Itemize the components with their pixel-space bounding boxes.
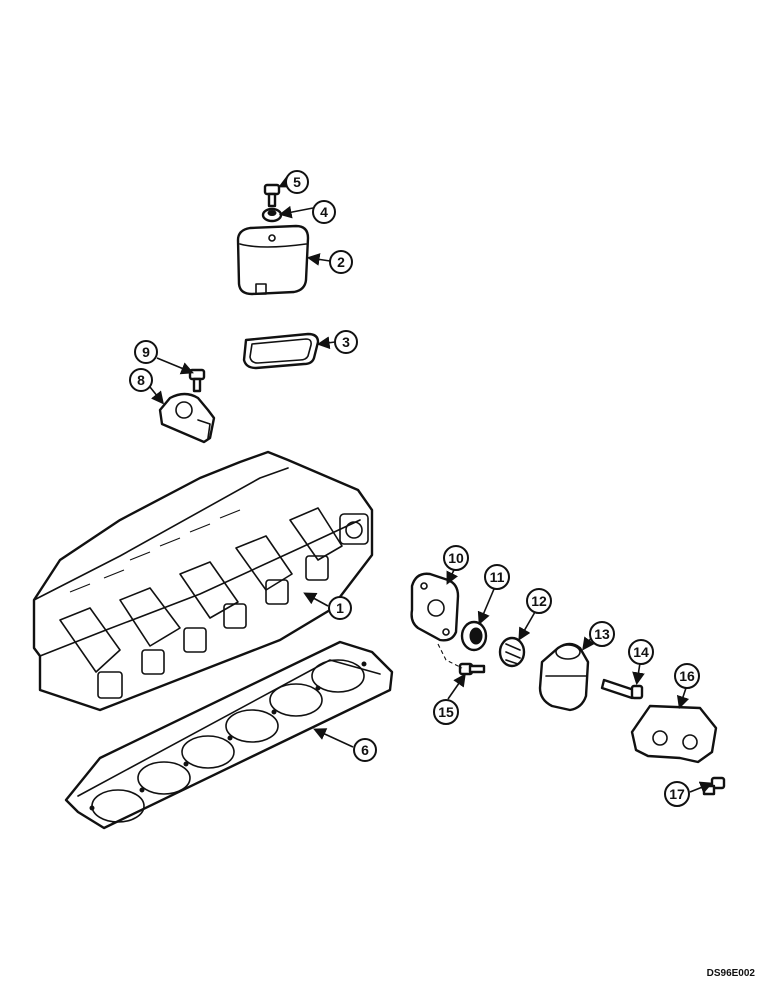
callout-3: 3 xyxy=(334,330,358,354)
part-12-thermostat xyxy=(498,636,526,668)
callout-14: 14 xyxy=(628,639,654,665)
callout-10: 10 xyxy=(443,545,469,571)
part-2-breather-housing xyxy=(236,224,310,296)
callout-6: 6 xyxy=(353,738,377,762)
callout-3-label: 3 xyxy=(342,334,350,350)
callout-5: 5 xyxy=(285,170,309,194)
part-10-thermostat-gasket xyxy=(410,572,460,642)
callout-1: 1 1 xyxy=(328,596,352,620)
callout-15-label: 15 xyxy=(438,704,454,720)
callout-10-label: 10 xyxy=(448,550,464,566)
callout-1-number: 1 xyxy=(336,600,344,616)
callout-12-label: 12 xyxy=(531,593,547,609)
part-16-lifting-bracket xyxy=(630,704,718,764)
part-4-washer xyxy=(261,207,283,223)
part-15-dashed-guide xyxy=(437,643,463,669)
part-13-thermostat-housing xyxy=(538,642,590,712)
part-15-bolt xyxy=(458,662,486,676)
callout-8: 8 xyxy=(129,368,153,392)
callout-13-label: 13 xyxy=(594,626,610,642)
callout-15: 15 xyxy=(433,699,459,725)
callout-16-label: 16 xyxy=(679,668,695,684)
callout-2-label: 2 xyxy=(337,254,345,270)
callout-17-label: 17 xyxy=(669,786,685,802)
callout-16: 16 xyxy=(674,663,700,689)
part-6-head-gasket xyxy=(64,640,394,830)
callout-4: 4 xyxy=(312,200,336,224)
callout-6-label: 6 xyxy=(361,742,369,758)
part-3-gasket xyxy=(242,332,320,370)
part-11-seal xyxy=(460,620,488,652)
drawing-code: DS96E002 xyxy=(707,968,756,979)
callout-11-label: 11 xyxy=(490,569,505,585)
callout-9: 9 xyxy=(134,340,158,364)
callout-5-label: 5 xyxy=(293,174,301,190)
part-9-bolt xyxy=(188,368,206,393)
part-14-bolt xyxy=(600,678,644,700)
callout-2: 2 xyxy=(329,250,353,274)
callout-9-label: 9 xyxy=(142,344,150,360)
callout-4-label: 4 xyxy=(320,204,328,220)
callout-14-label: 14 xyxy=(633,644,649,660)
callout-12: 12 xyxy=(526,588,552,614)
callout-11: 11 xyxy=(484,564,510,590)
callout-8-label: 8 xyxy=(137,372,145,388)
part-1-cylinder-head xyxy=(32,450,374,712)
part-5-bolt xyxy=(263,183,281,208)
callout-13: 13 xyxy=(589,621,615,647)
part-8-bracket xyxy=(158,392,216,444)
callout-17: 17 xyxy=(664,781,690,807)
